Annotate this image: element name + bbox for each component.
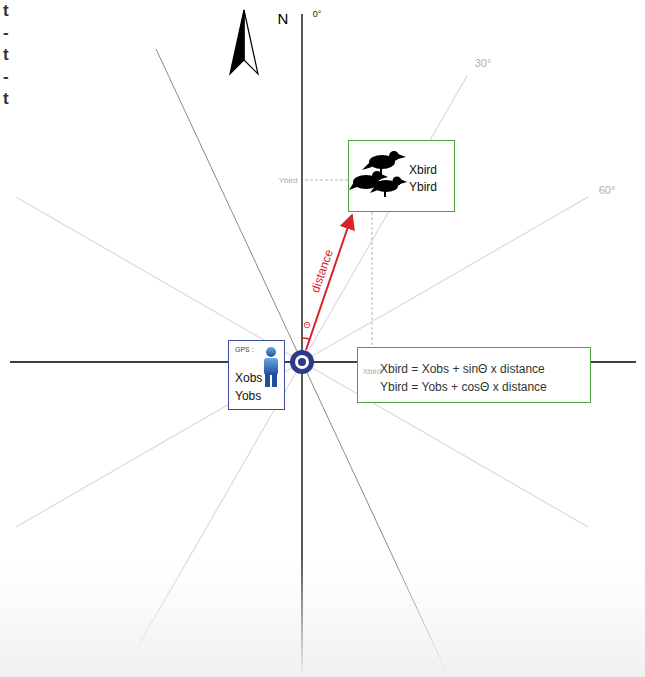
node-text: Yobs — [235, 389, 261, 403]
node-text: Ybird = Yobs + cosΘ x distance — [380, 380, 547, 394]
north-arrow — [230, 10, 244, 74]
bearing-mark: 0° — [313, 10, 322, 19]
node-text: Xobs — [235, 371, 262, 385]
bearing-mark: 30° — [475, 58, 492, 69]
north-arrow — [230, 10, 244, 74]
cropped-text: - — [3, 68, 9, 85]
origin-marker — [295, 355, 309, 369]
angle-symbol: Θ — [303, 321, 310, 330]
bird-box: XbirdYbird — [348, 140, 455, 212]
axis-projection-label: Xbird — [363, 368, 382, 376]
north-arrow — [244, 10, 258, 74]
node-text: Ybird — [409, 180, 437, 194]
north-letter: N — [278, 11, 289, 26]
node-text: Xbird — [409, 163, 437, 177]
origin-marker — [298, 358, 306, 366]
observer-box: GPS : XobsYobs — [228, 340, 285, 410]
projection-line — [372, 212, 373, 358]
formula-box: Xbird = Xobs + sinΘ x distanceYbird = Yo… — [357, 347, 591, 403]
cropped-text: t — [3, 90, 9, 107]
angle-arc — [302, 338, 310, 339]
bottom-fade — [0, 560, 645, 677]
cropped-text: t — [3, 2, 9, 19]
origin-marker — [290, 350, 314, 374]
node-text: Xbird = Xobs + sinΘ x distance — [380, 362, 545, 376]
node-text: GPS : — [235, 346, 254, 354]
cropped-text: - — [3, 24, 9, 41]
distance-label: distance — [309, 248, 335, 294]
projection-line — [305, 180, 348, 181]
axis-projection-label: Ybird — [279, 177, 298, 185]
cropped-text: t — [3, 46, 9, 63]
distance-arrow — [306, 215, 352, 350]
bearing-mark: 60° — [599, 185, 616, 196]
